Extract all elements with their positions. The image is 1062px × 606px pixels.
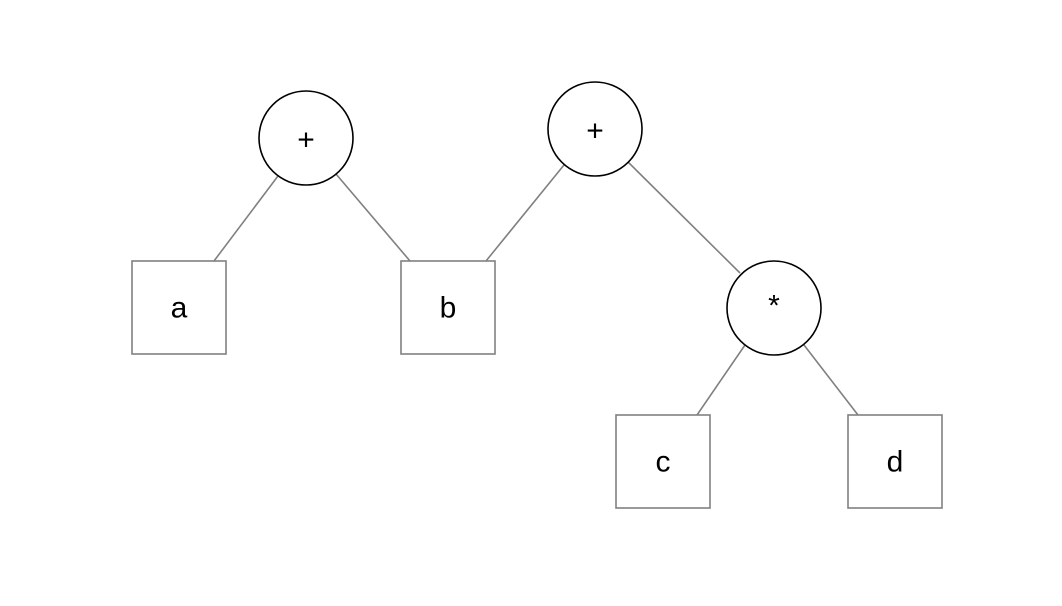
operator-node-times: * bbox=[726, 260, 822, 356]
leaf-label: b bbox=[440, 292, 457, 325]
leaf-node-d: d bbox=[847, 414, 943, 509]
leaf-label: a bbox=[171, 292, 188, 325]
edge-plus-right-to-b bbox=[485, 164, 565, 262]
operator-node-plus-left: + bbox=[258, 90, 354, 186]
edge-plus-right-to-times bbox=[627, 161, 741, 274]
operator-node-plus-right: + bbox=[547, 81, 643, 177]
edge-times-to-c bbox=[696, 344, 746, 416]
edge-plus-left-to-b bbox=[335, 173, 411, 262]
operator-label: + bbox=[297, 124, 315, 157]
leaf-label: c bbox=[656, 446, 671, 479]
edge-times-to-d bbox=[803, 344, 859, 416]
leaf-node-a: a bbox=[131, 260, 227, 355]
edge-plus-left-to-a bbox=[213, 175, 279, 262]
leaf-node-b: b bbox=[400, 260, 496, 355]
leaf-node-c: c bbox=[615, 414, 711, 509]
operator-label: + bbox=[586, 115, 604, 148]
operator-label: * bbox=[768, 290, 780, 323]
leaf-label: d bbox=[887, 446, 904, 479]
